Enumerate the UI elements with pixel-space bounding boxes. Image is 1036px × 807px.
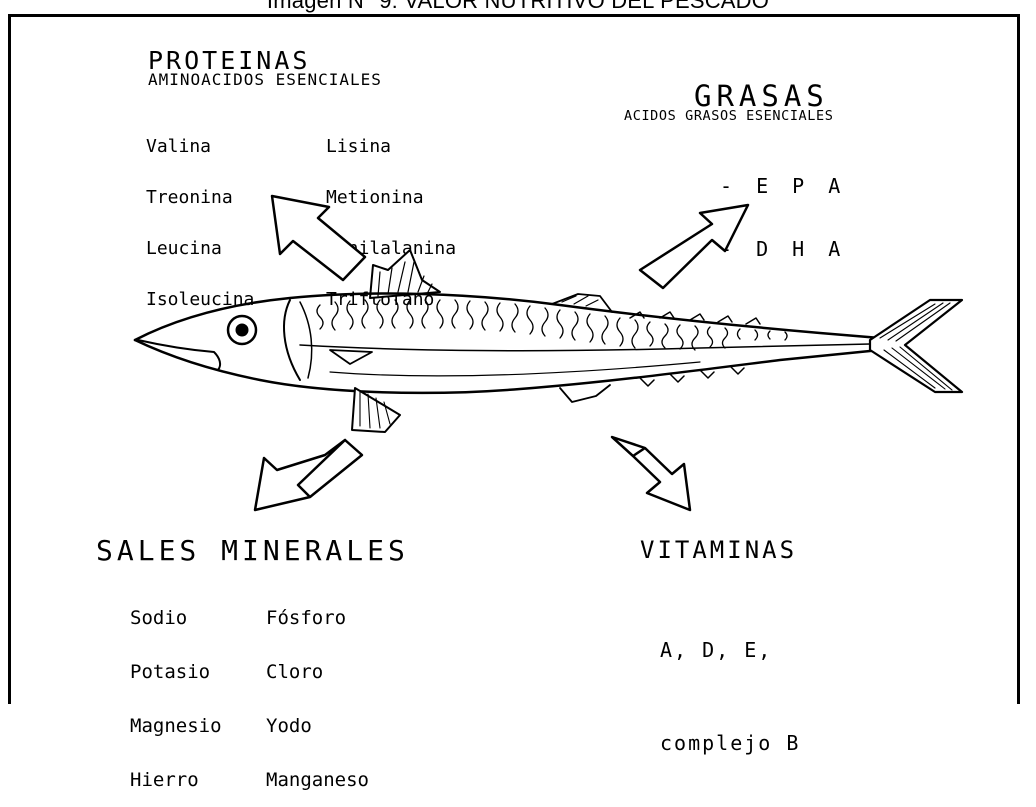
mineral-item: Magnesio: [130, 717, 222, 735]
mineral-item: Yodo: [266, 717, 369, 735]
arrow-up-right-icon: [640, 205, 748, 288]
arrow-up-left-icon: [272, 196, 365, 280]
arrow-down-right-icon: [612, 437, 690, 510]
arrow-down-left-icon: [255, 440, 362, 510]
mackerel-fish-illustration: [135, 250, 962, 432]
vitamina-item: complejo B: [660, 728, 800, 759]
mineral-item: Manganeso: [266, 771, 369, 789]
diagram-drawing: [0, 0, 1036, 686]
mineral-item: Hierro: [130, 771, 222, 789]
